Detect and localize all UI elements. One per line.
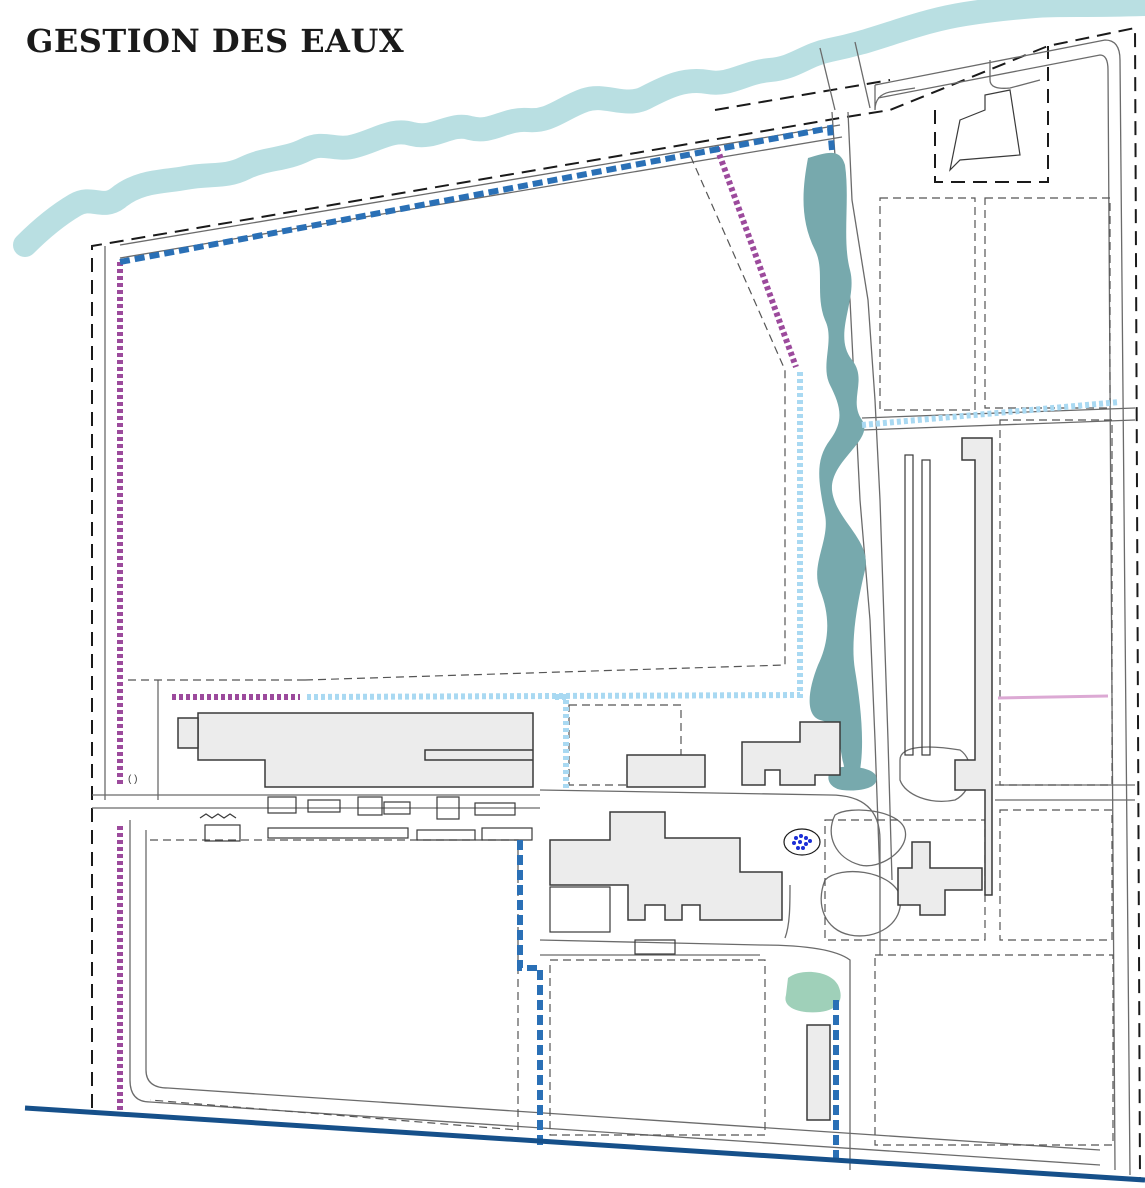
network-pink xyxy=(997,694,1109,700)
network-dark-blue xyxy=(119,124,839,1165)
building-central-northeast xyxy=(741,721,841,786)
network-purple xyxy=(117,146,799,1113)
south-boundary-line xyxy=(24,1105,1145,1183)
building-south-slim xyxy=(806,1024,831,1121)
roundabout-marker: ( ) xyxy=(128,774,137,785)
building-east-cluster xyxy=(897,841,983,916)
building-west-block xyxy=(197,712,534,788)
building-central-small xyxy=(626,754,706,788)
network-light-blue xyxy=(306,370,1121,790)
fountain-icon xyxy=(792,834,812,850)
pond xyxy=(803,152,877,791)
river-stream xyxy=(13,0,1145,257)
small-pond xyxy=(785,971,841,1013)
fountain xyxy=(783,828,821,856)
building-main-campus xyxy=(549,811,783,921)
ancillary-structures xyxy=(199,89,1021,955)
parcels xyxy=(128,154,1114,1146)
building-west-annex xyxy=(177,717,199,749)
page-title: GESTION DES EAUX xyxy=(26,22,405,60)
roads xyxy=(92,39,1136,1176)
building-east-long xyxy=(954,437,993,896)
main-pond xyxy=(803,152,866,770)
site-boundary xyxy=(91,26,1141,1181)
river xyxy=(13,0,1145,257)
buildings xyxy=(177,437,993,1121)
